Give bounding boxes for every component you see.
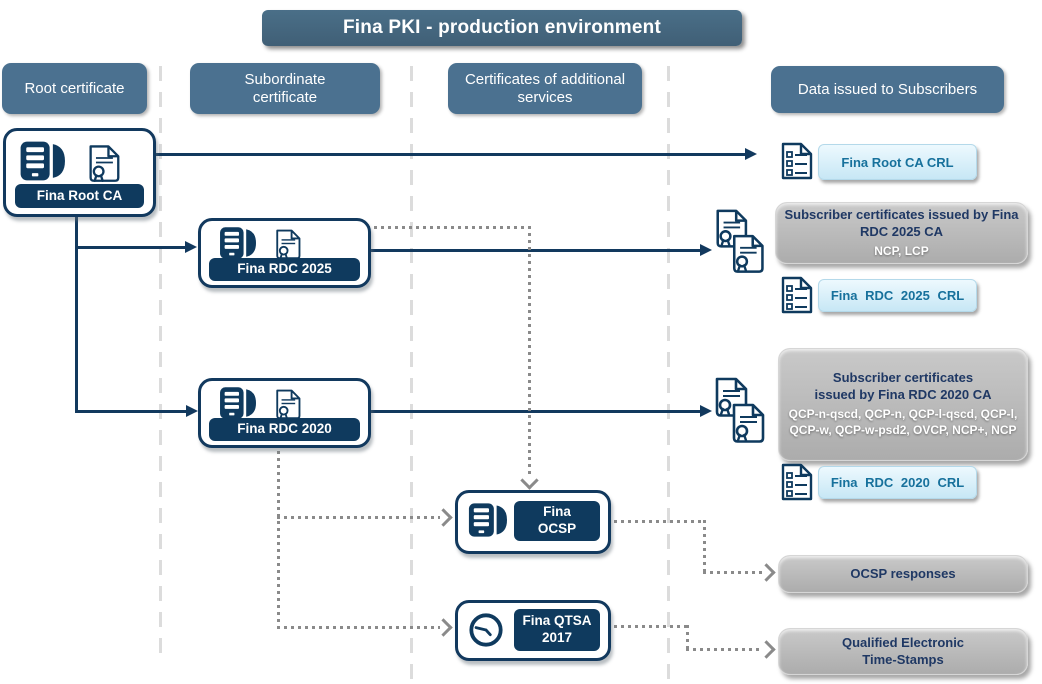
column-header-subordinate-label: Subordinate certificate — [244, 71, 326, 106]
node-fina-root-ca: Fina Root CA — [3, 128, 156, 217]
arrowhead-rdc2020 — [186, 405, 198, 417]
rdc-2025-certs-policies: NCP, LCP — [874, 243, 929, 258]
column-header-data-issued-label: Data issued to Subscribers — [797, 80, 978, 98]
dotted-qtsa-out-v — [686, 625, 689, 650]
line-root-trunk — [75, 210, 78, 413]
output-qualified-timestamps: Qualified Electronic Time-Stamps — [778, 628, 1028, 675]
column-header-root: Root certificate — [2, 63, 147, 114]
output-ocsp-responses: OCSP responses — [778, 555, 1028, 593]
node-label-fina-qtsa: Fina QTSA 2017 — [514, 609, 600, 651]
dotted-arrowhead-ocsp-responses — [757, 563, 776, 582]
server-icon — [217, 226, 261, 260]
rdc-2025-certs-title: Subscriber certificates issued by Fina R… — [784, 207, 1019, 239]
rdc-2020-certs-policies: QCP-n-qscd, QCP-n, QCP-l-qscd, QCP-l, QC… — [788, 407, 1018, 438]
column-header-subordinate: Subordinate certificate — [190, 63, 380, 114]
arrowhead-rdc2025-certs — [700, 244, 712, 256]
output-rdc-2025-certificates: Subscriber certificates issued by Fina R… — [775, 202, 1028, 264]
line-root-to-crl — [149, 153, 745, 156]
output-fina-root-ca-crl: Fina Root CA CRL — [818, 144, 977, 180]
certificates-pair-icon — [712, 375, 774, 447]
column-header-root-label: Root certificate — [24, 79, 125, 97]
dotted-ocsp-out-h1 — [607, 520, 706, 523]
dotted-qtsa-out-h2 — [686, 648, 763, 651]
server-icon — [467, 502, 511, 538]
dotted-arrowhead-ocsp-left — [434, 508, 453, 527]
dotted-qtsa-out-h1 — [607, 625, 689, 628]
dotted-ocsp-out-v — [703, 520, 706, 573]
node-label-fina-root-ca: Fina Root CA — [15, 184, 144, 208]
certificate-icon — [273, 387, 303, 420]
rdc-2020-certs-title-line2: issued by Fina RDC 2020 CA — [814, 387, 992, 403]
arrowhead-rdc2025 — [185, 241, 197, 253]
crl-document-icon — [780, 141, 814, 181]
line-root-to-rdc2020 — [75, 410, 186, 413]
page-title-label: Fina PKI - production environment — [343, 17, 661, 38]
line-root-to-rdc2025 — [75, 246, 185, 249]
column-separator-2 — [410, 66, 413, 682]
node-label-fina-rdc-2020: Fina RDC 2020 — [209, 418, 360, 441]
node-fina-ocsp: Fina OCSP — [455, 490, 611, 554]
line-rdc2025-to-certs — [364, 249, 700, 252]
dotted-ocsp-out-h2 — [703, 571, 763, 574]
column-header-additional-label: Certificates of additional services — [464, 71, 626, 106]
node-fina-rdc-2025: Fina RDC 2025 — [198, 218, 371, 288]
output-rdc-2020-certificates: Subscriber certificates issued by Fina R… — [778, 348, 1028, 461]
certificate-icon — [273, 227, 303, 260]
server-icon — [19, 140, 69, 182]
crl-document-icon — [780, 462, 814, 502]
dotted-rdc2025-to-ocsp-v — [528, 226, 531, 478]
dotted-arrowhead-timestamps — [757, 640, 776, 659]
column-separator-3 — [667, 66, 670, 682]
output-fina-rdc-2025-crl: Fina RDC 2025 CRL — [818, 279, 977, 312]
dotted-arrowhead-ocsp-top — [520, 471, 539, 490]
node-label-fina-ocsp: Fina OCSP — [514, 501, 600, 541]
crl-document-icon — [780, 275, 814, 315]
output-fina-rdc-2020-crl: Fina RDC 2020 CRL — [818, 466, 977, 499]
node-fina-rdc-2020: Fina RDC 2020 — [198, 378, 371, 448]
node-label-fina-rdc-2025: Fina RDC 2025 — [209, 258, 360, 281]
dotted-rdc2020-trunk — [277, 444, 280, 629]
certificates-pair-icon — [712, 207, 774, 277]
server-icon — [217, 386, 261, 420]
line-rdc2020-to-certs — [364, 410, 700, 413]
dotted-arrowhead-qtsa-left — [434, 618, 453, 637]
dotted-rdc2025-to-ocsp-h — [367, 226, 530, 229]
page-title: Fina PKI - production environment — [262, 10, 742, 46]
dotted-rdc2020-to-qtsa — [277, 626, 440, 629]
column-header-data-issued: Data issued to Subscribers — [771, 66, 1004, 113]
node-fina-qtsa: Fina QTSA 2017 — [455, 600, 611, 661]
dotted-rdc2020-to-ocsp — [277, 516, 440, 519]
arrowhead-rdc2020-certs — [700, 405, 712, 417]
column-header-additional: Certificates of additional services — [448, 63, 642, 114]
arrowhead-root-crl — [745, 148, 757, 160]
column-separator-1 — [159, 66, 162, 658]
certificate-icon — [86, 142, 122, 183]
clock-icon — [468, 612, 504, 648]
rdc-2020-certs-title-line1: Subscriber certificates — [832, 370, 974, 386]
